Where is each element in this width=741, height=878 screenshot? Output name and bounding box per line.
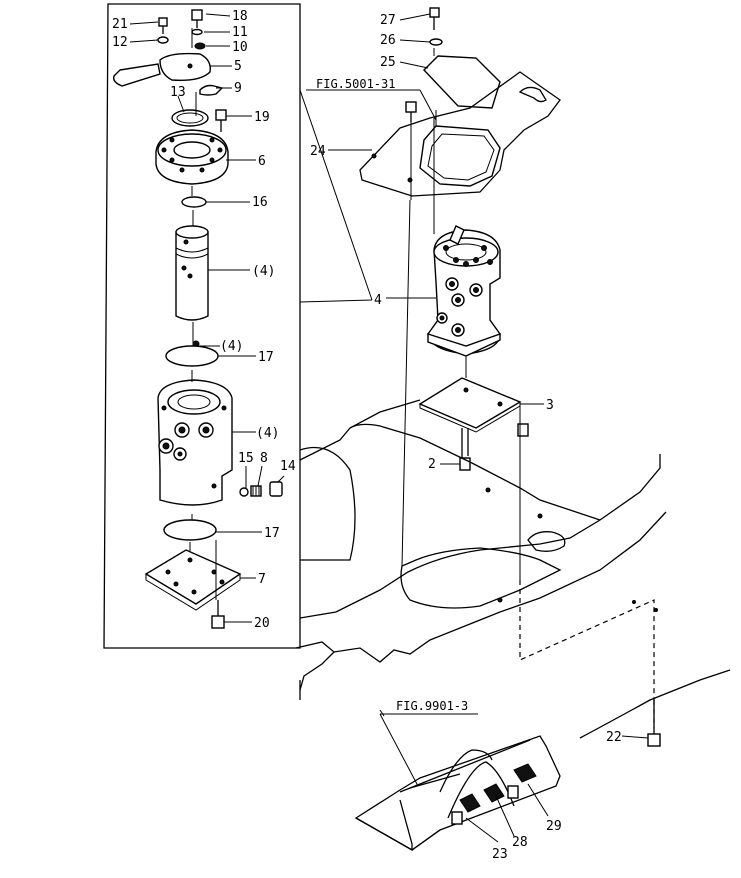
part-16-o-ring: [181, 196, 207, 208]
callout-15: 15: [238, 451, 254, 466]
part-26-washer: [429, 38, 443, 46]
part-7-cover: [144, 549, 242, 611]
part-19-bolt: [215, 109, 227, 132]
leader-lines: [129, 13, 649, 843]
part-22-bolt: [647, 700, 661, 747]
callout-21: 21: [112, 17, 128, 32]
callout-16: 16: [252, 195, 268, 210]
callout-26: 26: [380, 33, 396, 48]
callout-7: 7: [258, 572, 266, 587]
callout-4-ring: (4): [220, 339, 243, 354]
part-3-plate: [418, 377, 522, 460]
part-18-bolt: [191, 9, 203, 28]
callout-17-lower: 17: [264, 526, 280, 541]
callout-8: 8: [260, 451, 268, 466]
callout-2: 2: [428, 457, 436, 472]
callout-6: 6: [258, 154, 266, 169]
callout-3: 3: [546, 398, 554, 413]
part-14-plug: [269, 481, 283, 497]
swivel-housing: [157, 379, 233, 506]
bottom-bracket-assembly: [354, 735, 561, 852]
callout-4-rotor: (4): [252, 264, 275, 279]
assembly-axis-line: [189, 28, 217, 600]
part-15-ball: [239, 487, 249, 497]
callout-4-housing: (4): [256, 426, 279, 441]
part-25-cover: [423, 55, 501, 109]
dashed-marker-2: [654, 608, 658, 612]
callout-25: 25: [380, 55, 396, 70]
machine-body-outline: [295, 399, 731, 739]
part-10-seal: [194, 42, 206, 50]
callout-17-upper: 17: [258, 350, 274, 365]
rotor-shaft: [175, 225, 209, 348]
part-11-washer: [191, 28, 203, 36]
part-5-lever: [112, 52, 211, 87]
part-8-spring: [250, 485, 262, 497]
callout-9: 9: [234, 81, 242, 96]
part-24-axis: [410, 48, 437, 200]
callout-22: 22: [606, 730, 622, 745]
callout-4-bracket: [299, 89, 373, 303]
callout-12: 12: [112, 35, 128, 50]
part-9-clip: [199, 84, 224, 96]
part-17-o-ring-upper: [165, 345, 219, 367]
callout-18: 18: [232, 9, 248, 24]
swivel-guard-frame: [359, 71, 561, 197]
dashed-marker: [632, 600, 636, 604]
callout-23: 23: [492, 847, 508, 862]
callout-20: 20: [254, 616, 270, 631]
callout-14: 14: [280, 459, 296, 474]
callout-11: 11: [232, 25, 248, 40]
callout-24: 24: [310, 144, 326, 159]
ref-fig-9901-3: FIG.9901-3: [396, 699, 468, 713]
callout-4: 4: [374, 293, 382, 308]
guide-lines-right: [401, 118, 521, 580]
ref-fig-5001-31: FIG.5001-31: [316, 77, 395, 91]
callout-28: 28: [512, 835, 528, 850]
part-20-bolt: [211, 600, 225, 629]
part-21-bolt: [158, 17, 168, 34]
callout-5: 5: [234, 59, 242, 74]
part-6-flange: [155, 129, 229, 185]
part-24-bolt: [405, 101, 417, 122]
callout-13: 13: [170, 85, 186, 100]
callout-29: 29: [546, 819, 562, 834]
part-12-washer: [157, 36, 169, 44]
part-13-o-ring-inner: [176, 112, 204, 124]
part-27-bolt: [429, 7, 440, 30]
callout-10: 10: [232, 40, 248, 55]
part-3-nut: [517, 423, 529, 437]
callout-19: 19: [254, 110, 270, 125]
installed-swivel-joint: [427, 225, 501, 357]
callout-27: 27: [380, 13, 396, 28]
part-17-o-ring-lower: [163, 519, 217, 541]
exploded-view-frame: [103, 3, 301, 649]
